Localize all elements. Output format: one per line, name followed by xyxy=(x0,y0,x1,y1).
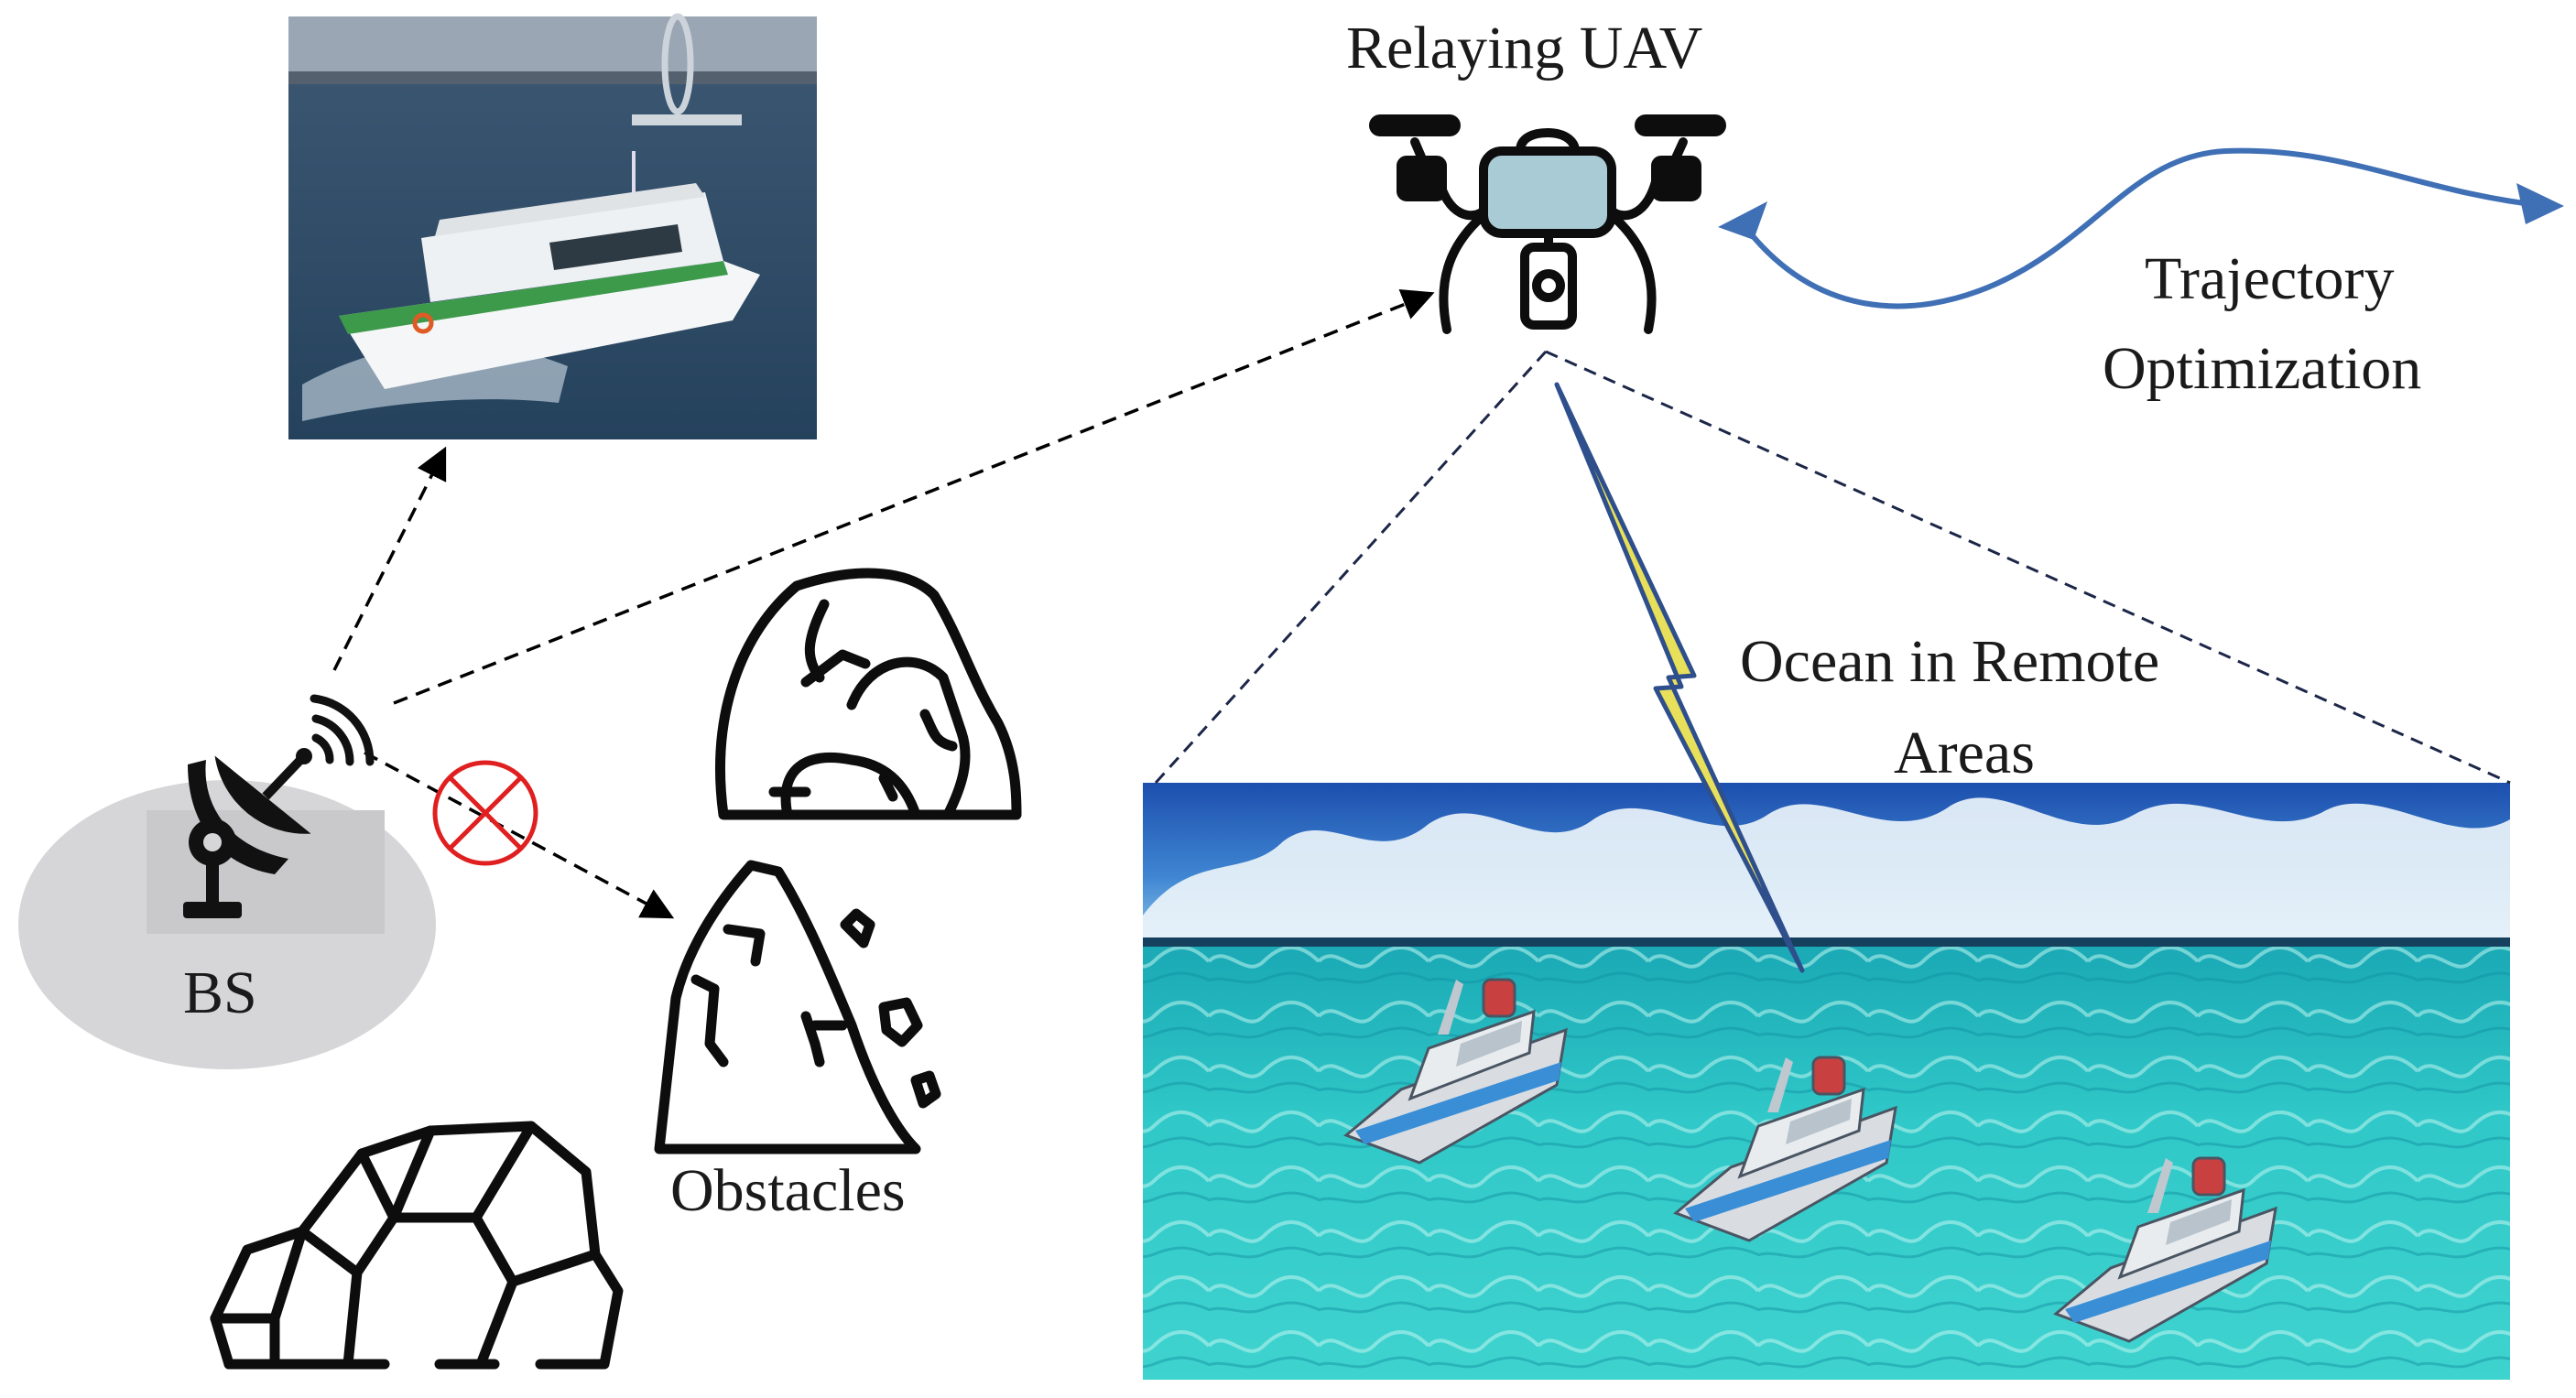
ship-icon xyxy=(1673,1056,1897,1242)
ship-icon xyxy=(2053,1156,2277,1343)
rock-icon xyxy=(715,568,1022,820)
coverage-left-line xyxy=(1154,350,1548,785)
trajectory-label-line2: Optimization xyxy=(2103,335,2422,402)
link-to-obstacle xyxy=(364,751,675,919)
satellite-dish-icon xyxy=(183,694,375,918)
trajectory-label-line1: Trajectory xyxy=(2145,245,2395,312)
ship-icon xyxy=(1343,978,1568,1165)
relaying-uav-label: Relaying UAV xyxy=(1346,15,1703,81)
link-to-uav xyxy=(393,289,1435,705)
ocean-label-line2: Areas xyxy=(1894,720,2035,786)
bs-label: BS xyxy=(183,959,257,1026)
rock-icon xyxy=(210,1121,624,1370)
ocean-photo xyxy=(1143,783,2510,1380)
trajectory-arrow xyxy=(1718,147,2564,309)
coverage-right-line xyxy=(1545,350,2511,785)
obstacles-label: Obstacles xyxy=(670,1157,906,1224)
rock-icon xyxy=(654,860,941,1154)
base-station xyxy=(18,694,436,1069)
link-to-vessel xyxy=(332,446,447,671)
ocean-label-line1: Ocean in Remote xyxy=(1740,628,2160,695)
drone-icon xyxy=(1369,114,1726,334)
vessel-photo xyxy=(288,13,817,439)
wireless-link-bolt xyxy=(1554,382,1805,973)
blocked-link-icon xyxy=(432,760,538,866)
